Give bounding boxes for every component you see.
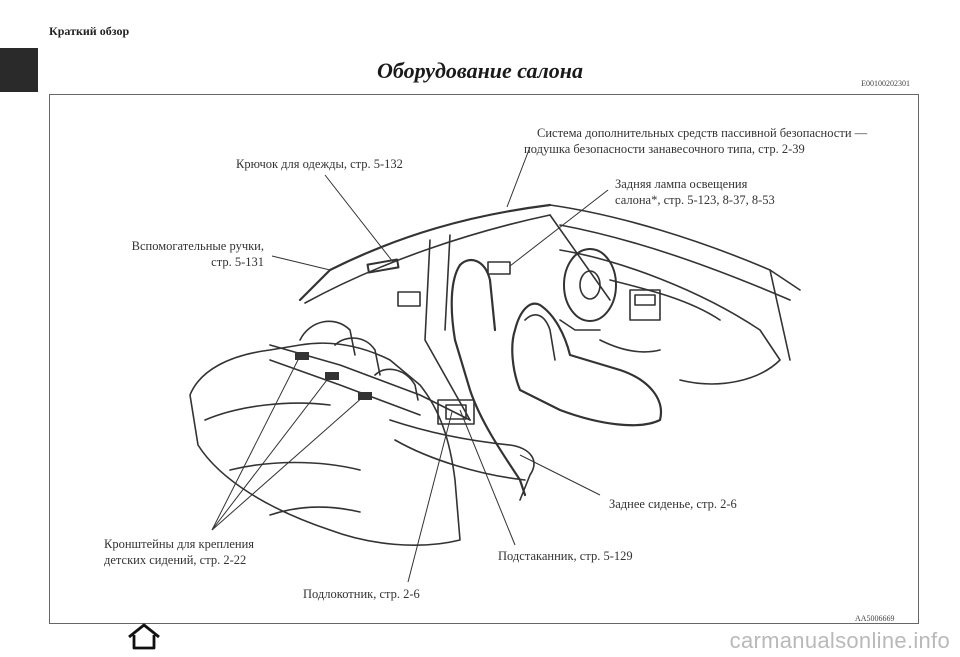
label-curtain-airbag-line2: подушка безопасности занавесочного типа,… <box>524 142 805 156</box>
label-rear-lamp-line1: Задняя лампа освещения <box>615 177 748 191</box>
figure-code: AA5006669 <box>855 614 895 623</box>
section-tab <box>0 48 38 92</box>
watermark: carmanualsonline.info <box>729 628 950 653</box>
home-icon[interactable] <box>126 622 162 652</box>
label-child-seat-line2: детских сидений, стр. 2-22 <box>104 553 247 567</box>
label-coat-hook: Крючок для одежды, стр. 5-132 <box>236 157 403 171</box>
label-rear-lamp-line2: салона*, стр. 5-123, 8-37, 8-53 <box>615 193 775 207</box>
section-header: Краткий обзор <box>49 24 130 38</box>
label-rear-seat: Заднее сиденье, стр. 2-6 <box>609 497 737 511</box>
page-title: Оборудование салона <box>377 58 583 83</box>
label-child-seat-line1: Кронштейны для крепления <box>104 537 255 551</box>
document-code: E00100202301 <box>861 79 910 88</box>
label-curtain-airbag-line1: Система дополнительных средств пассивной… <box>537 126 868 140</box>
figure-frame <box>49 94 919 624</box>
label-grab-handles-line2: стр. 5-131 <box>211 255 264 269</box>
label-cup-holder: Подстаканник, стр. 5-129 <box>498 549 633 563</box>
label-grab-handles-line1: Вспомогательные ручки, <box>131 239 264 253</box>
label-armrest: Подлокотник, стр. 2-6 <box>303 587 420 601</box>
